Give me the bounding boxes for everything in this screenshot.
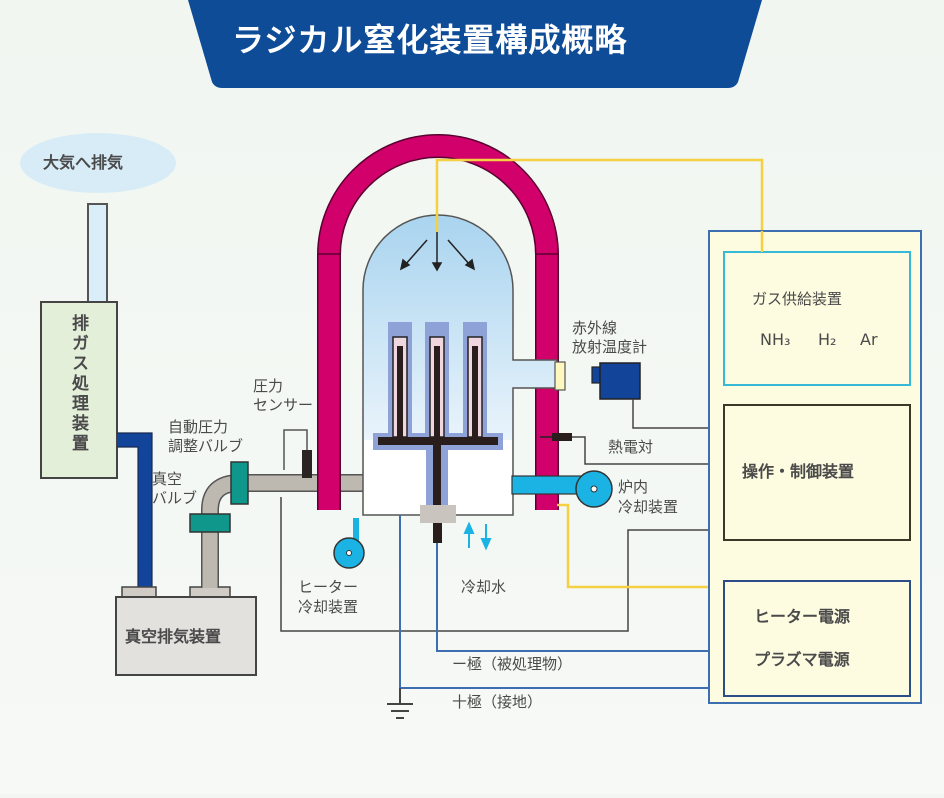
heater-power-line [557,503,725,589]
heater-power-label: ヒーター電源 [754,607,851,626]
control-unit-box [723,404,911,541]
vacuum-valve-label-2: バルブ [152,489,198,507]
negative-pole-line [436,543,725,652]
cooling-water-label: 冷却水 [461,578,507,596]
ir-thermometer [599,362,641,400]
heater-cooler-label-2: 冷却装置 [298,598,359,616]
heater-cooler-label-1: ヒーター [298,578,359,596]
gas-supply-line [435,158,764,250]
gas-supply-label: ガス供給装置 [752,290,843,308]
page-title: ラジカル窒化装置構成概略 [232,21,628,59]
furnace-cooler-label-2: 冷却装置 [618,498,679,516]
exhaust-gas-treatment-box [40,301,118,479]
pressure-sensor [302,450,312,478]
auto-pressure-valve-label-1: 自動圧力 [168,418,229,436]
vacuum-pump-label: 真空排気装置 [125,627,222,646]
gas-h2: H₂ [818,330,837,349]
gas-ar: Ar [860,330,878,349]
vacuum-pump-box [115,596,257,676]
power-supply-box [723,580,911,697]
ir-thermometer-label-2: 放射温度計 [572,338,648,356]
gas-flow-arrows [399,232,476,272]
exhaust-gas-treatment-label: 排ガス処理装置 [68,314,88,454]
furnace-cooler-label-1: 炉内 [618,478,649,496]
vacuum-valve-label-1: 真空 [152,470,183,488]
vacuum-valve [189,513,231,533]
thermocouple-label: 熱電対 [608,438,654,456]
pressure-sensor-label-2: センサー [253,396,314,414]
gas-supply-box [723,251,911,386]
positive-pole-label: 十極（接地） [452,693,543,711]
gas-nh3: NH₃ [760,330,791,349]
plasma-power-label: プラズマ電源 [754,650,850,669]
ground-icon [387,688,413,719]
negative-pole-label: ー極（被処理物） [452,655,573,673]
ir-thermometer-label-1: 赤外線 [572,319,618,337]
title-banner [188,0,762,88]
exhaust-stack [87,203,108,303]
pressure-sensor-label-1: 圧力 [253,377,284,395]
control-unit-label: 操作・制御装置 [742,462,855,481]
auto-pressure-valve-label-2: 調整バルブ [168,437,244,455]
auto-pressure-valve [230,461,249,505]
exhaust-pipe [117,433,152,590]
cooling-water-arrows [463,521,492,551]
exhaust-to-atmosphere-label: 大気へ排気 [43,153,124,172]
control-wiring [280,497,720,632]
thermocouple [552,433,572,441]
exhaust-cloud [20,133,176,193]
workpiece-holder [373,322,503,514]
heater [318,135,558,510]
